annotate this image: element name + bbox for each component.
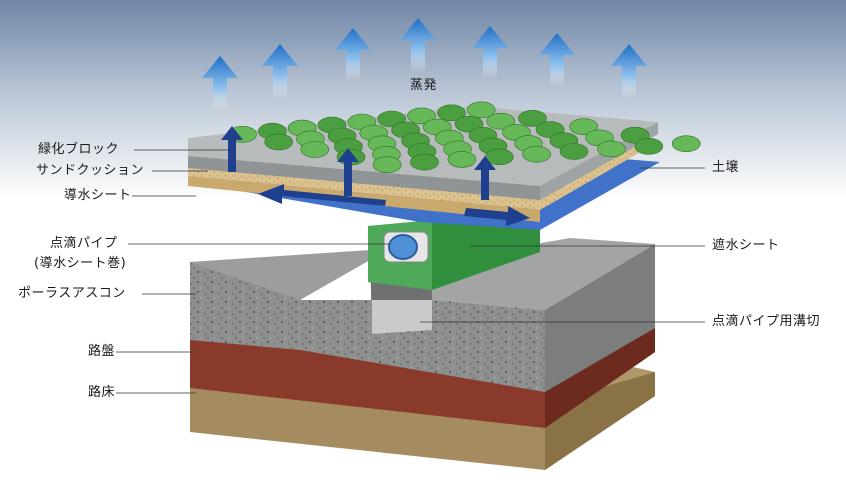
grass-tuft [597, 140, 626, 158]
grass-tuft [372, 156, 402, 173]
label-porous-asphalt: ポーラスアスコン [18, 286, 126, 301]
grass-tuft [486, 112, 516, 130]
evaporation-arrow-icon [262, 44, 298, 98]
water-flow-arrows [221, 126, 530, 226]
label-evaporation: 蒸発 [410, 78, 438, 93]
evaporation-arrow-icon [611, 44, 647, 98]
label-pipe-groove: 点滴パイプ用溝切 [712, 314, 821, 329]
up-flow-arrow-icon [221, 126, 243, 172]
right-flow-arrow-icon [464, 206, 530, 226]
up-flow-arrow-icon [337, 148, 359, 196]
drip-pipe-opening [388, 234, 418, 260]
drip-pipe-assembly [368, 212, 540, 290]
label-subbase: 路盤 [88, 344, 116, 359]
label-waterproof-sheet: 遮水シート [712, 238, 780, 253]
label-drip-pipe-note: (導水シート巻) [34, 256, 127, 271]
grass-tuft [466, 101, 496, 119]
evaporation-arrow-icon [335, 28, 371, 80]
label-sand-cushion: サンドクッション [36, 163, 145, 178]
evaporation-arrow-icon [472, 26, 508, 78]
grass-tuft [264, 133, 294, 151]
evaporation-arrow-icon [202, 56, 238, 110]
grass-tuft [634, 138, 664, 155]
grass-tuft [407, 107, 436, 125]
label-drain-sheet: 導水シート [64, 188, 132, 203]
grass-tuft [410, 153, 439, 171]
label-greening-block: 緑化ブロック [38, 142, 120, 157]
grass-tuft [522, 145, 551, 163]
label-subgrade: 路床 [88, 385, 116, 400]
label-drip-pipe: 点滴パイプ [50, 236, 118, 251]
grass-tuft [559, 143, 589, 160]
evaporation-arrow-icon [400, 18, 436, 72]
evaporation-arrows [202, 18, 647, 110]
grass-tuft [437, 104, 466, 122]
grass-tuft [569, 118, 599, 135]
grass-tuft [671, 135, 701, 152]
grass-tuft [518, 110, 547, 127]
left-flow-arrow-icon [258, 184, 386, 206]
grass-tuft [300, 141, 330, 158]
evaporation-arrow-icon [539, 33, 575, 86]
label-soil: 土壌 [712, 160, 740, 175]
grass-tuft [447, 151, 477, 168]
leader-lines [116, 149, 705, 394]
grass-tufts [228, 101, 701, 173]
up-flow-arrow-icon [474, 156, 496, 200]
